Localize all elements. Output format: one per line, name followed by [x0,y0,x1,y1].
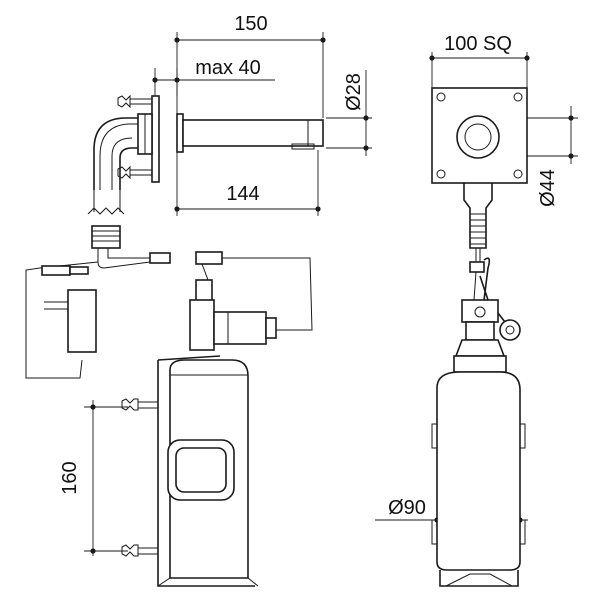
dim-outlet-diameter: Ø44 [537,169,559,207]
front-view [431,87,528,587]
dim-reach: 144 [226,183,259,205]
dim-spout-length: 150 [234,13,267,35]
dim-bottle-height: 160 [59,461,81,494]
spout-side-view [87,94,324,215]
dim-max-wall: max 40 [195,57,261,79]
dim-bottle-diameter: Ø90 [388,497,426,519]
dim-spout-diameter: Ø28 [343,73,365,111]
control-unit-side-view [25,225,313,587]
dim-plate-size: 100 SQ [444,33,512,55]
